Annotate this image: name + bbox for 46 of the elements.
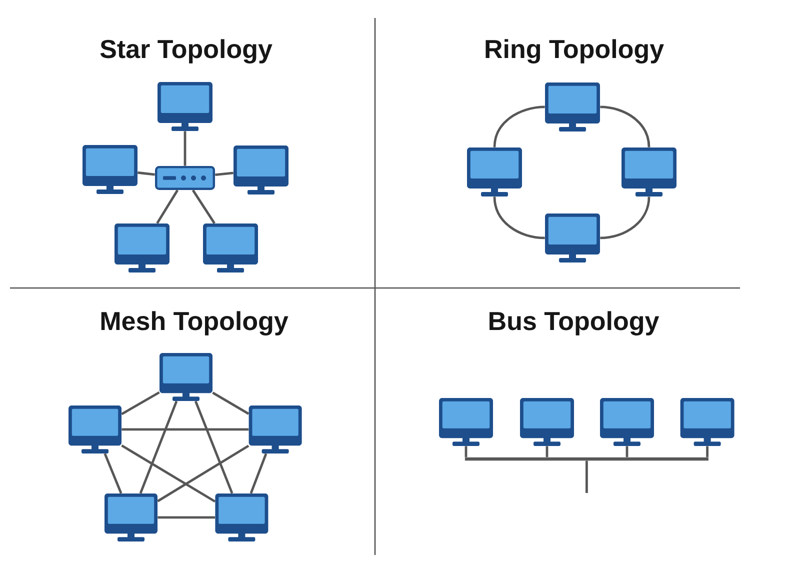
connector-line — [493, 196, 545, 240]
monitor-icon — [467, 147, 522, 196]
connector-line — [138, 171, 155, 176]
heading: Ring Topology — [486, 39, 664, 64]
connector-line — [250, 453, 268, 494]
monitor-icon — [545, 82, 600, 132]
connector-line — [212, 392, 250, 415]
heading: Mesh Topology — [101, 311, 288, 336]
monitor-icon — [680, 398, 734, 446]
switch-icon — [155, 166, 215, 190]
monitor-icon — [82, 145, 138, 194]
monitor-icon — [439, 398, 493, 446]
monitor-icon — [600, 398, 654, 446]
connector-line — [600, 196, 650, 240]
monitor-icon — [234, 145, 288, 194]
connector-line — [706, 446, 708, 458]
connector-line — [156, 190, 179, 224]
connector-line — [546, 446, 548, 458]
heading: Star Topology — [100, 39, 272, 64]
monitor-icon — [520, 398, 574, 446]
connector-line — [600, 106, 650, 148]
monitor-icon — [248, 405, 302, 454]
connector-line — [121, 444, 216, 503]
connector-line — [121, 391, 160, 416]
monitor-icon — [622, 147, 676, 196]
monitor-icon — [68, 405, 122, 454]
connector-line — [192, 190, 216, 224]
connector-line — [157, 444, 250, 502]
connector-line — [626, 446, 628, 458]
connector-line — [586, 460, 588, 493]
monitor-icon — [104, 493, 158, 542]
connector-line — [215, 172, 234, 176]
monitor-icon — [160, 352, 212, 401]
connector-line — [493, 106, 545, 148]
monitor-icon — [215, 493, 268, 542]
connector-line — [464, 446, 468, 458]
heading: Bus Topology — [490, 311, 660, 336]
connector-line — [122, 428, 249, 431]
monitor-icon — [158, 82, 212, 131]
monitor-icon — [203, 223, 258, 272]
connector-line — [158, 516, 215, 519]
monitor-icon — [114, 223, 170, 272]
connector-line — [139, 400, 178, 494]
monitor-icon — [545, 213, 600, 262]
connector-line — [194, 400, 234, 494]
connector-line — [104, 453, 122, 494]
